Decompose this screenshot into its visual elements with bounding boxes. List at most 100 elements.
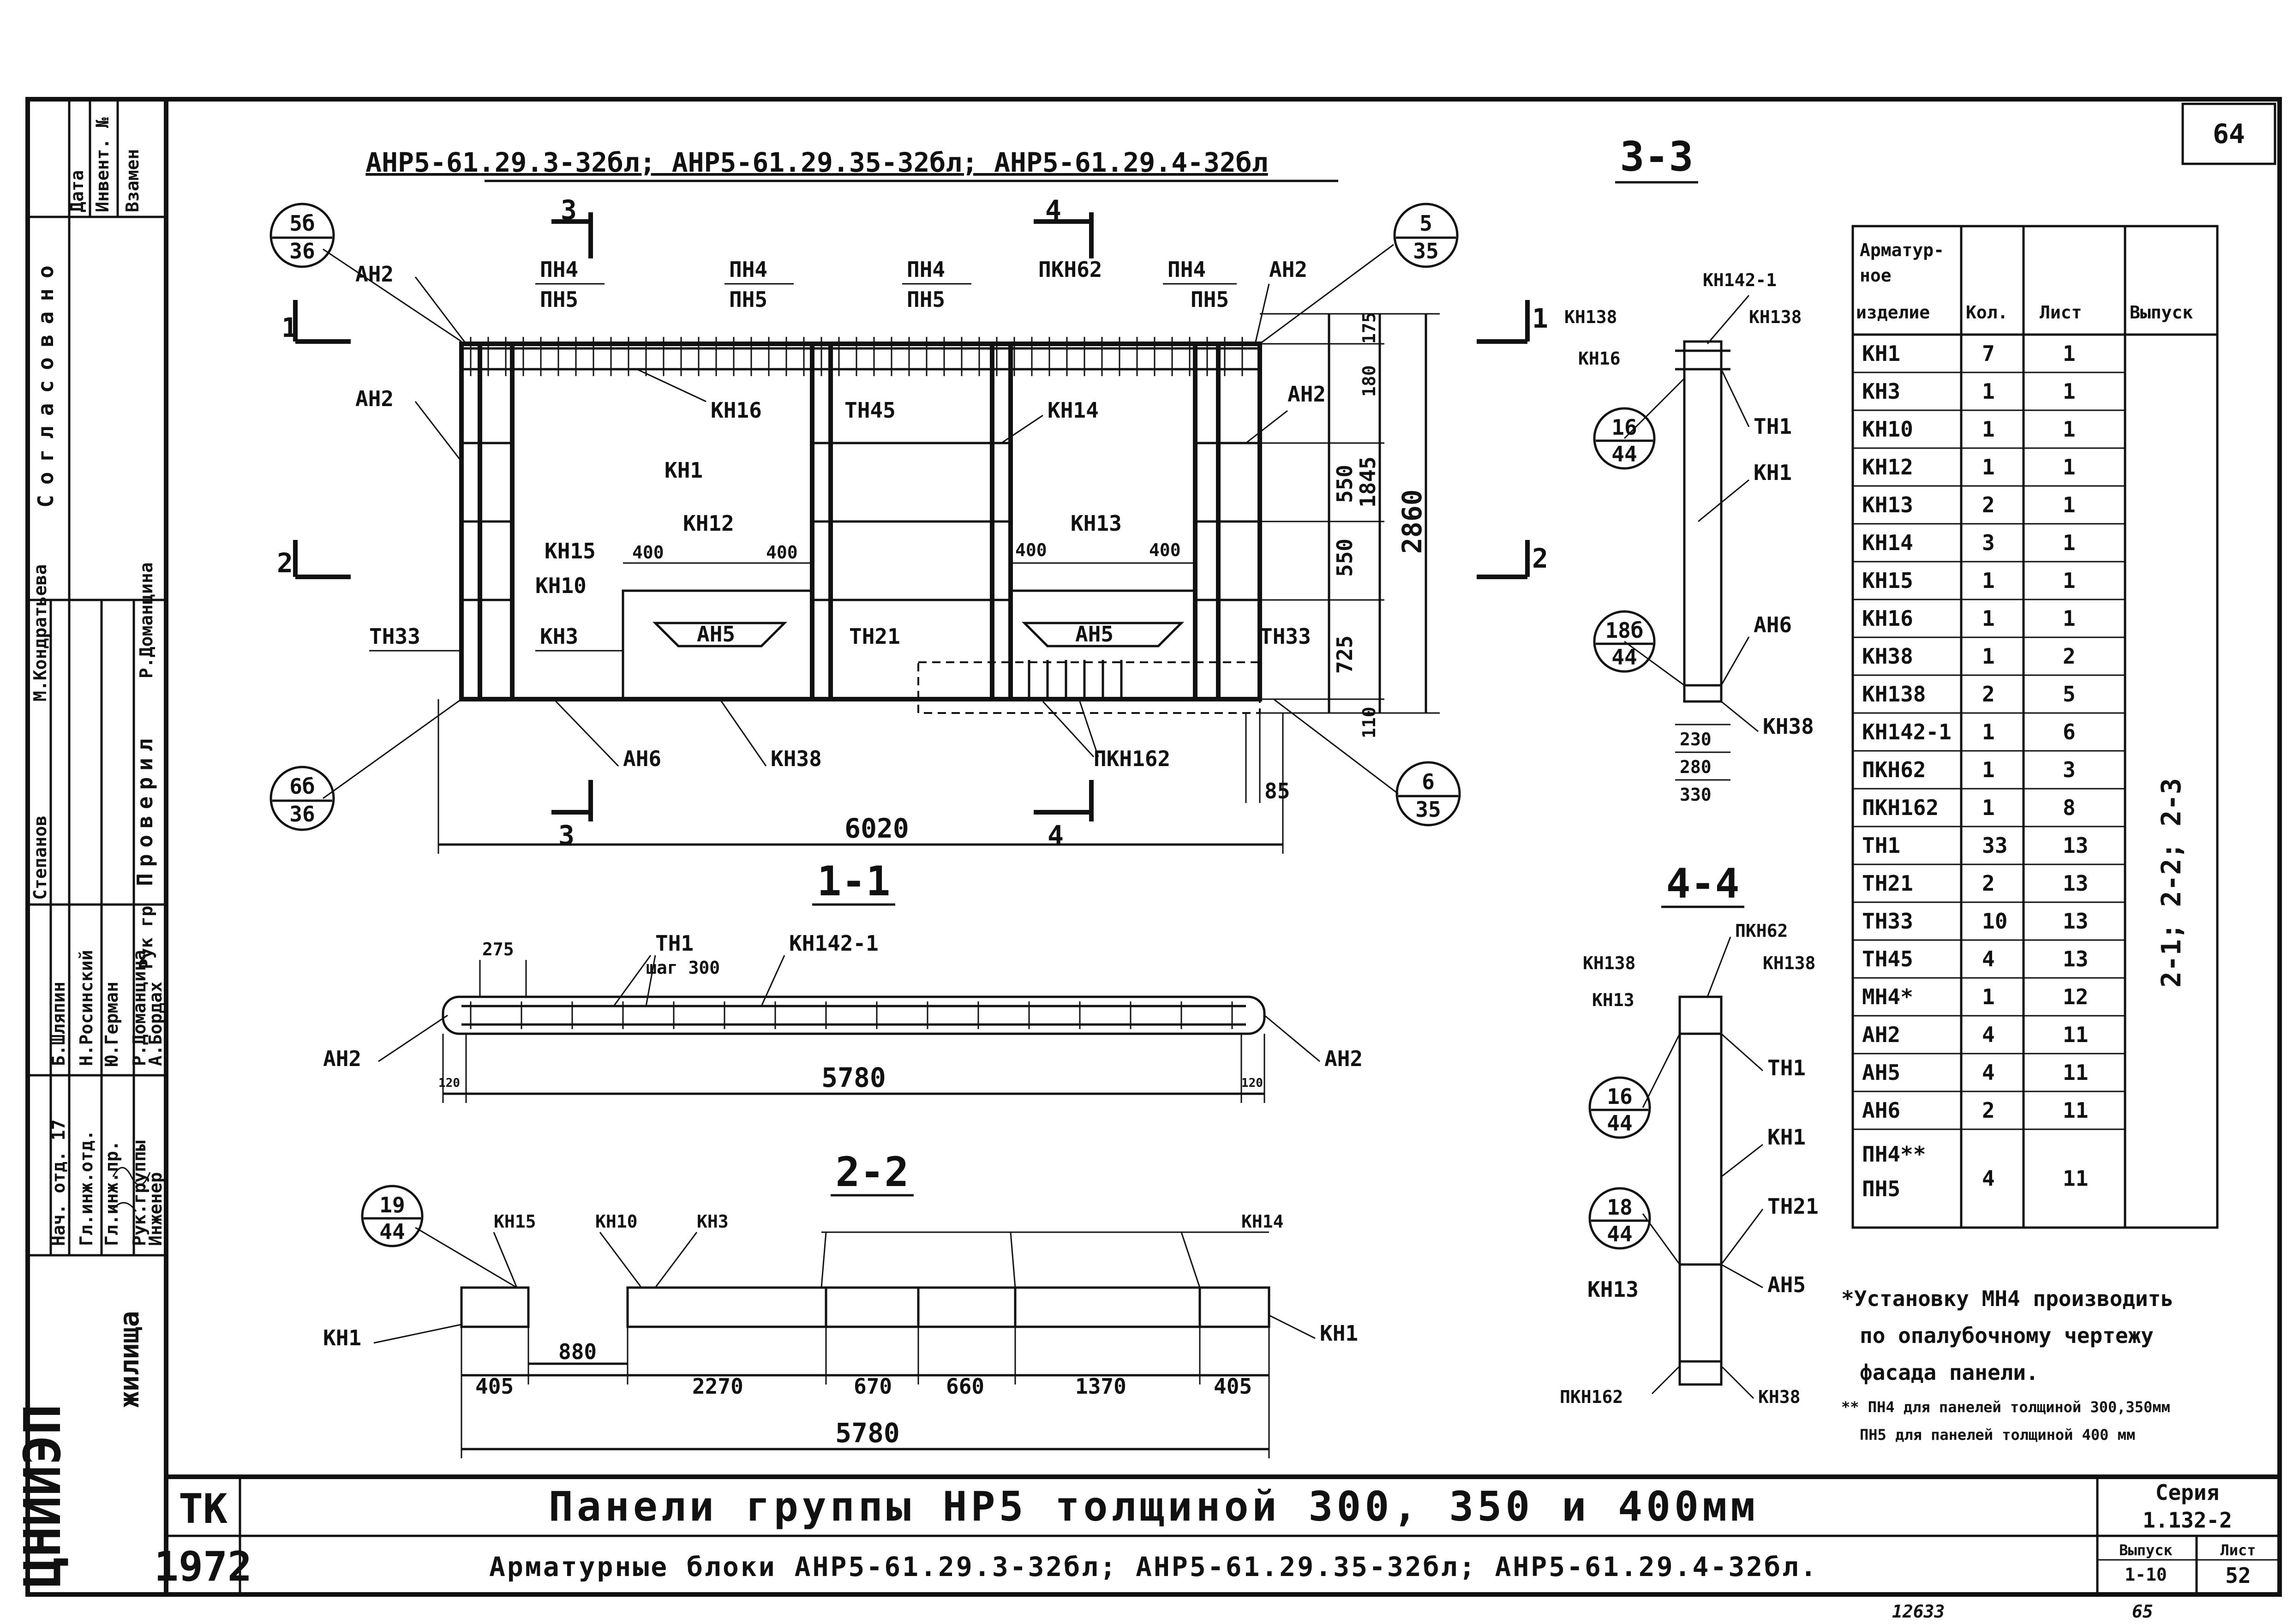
label-pn4-3: ПН4	[907, 257, 945, 282]
spec-item-name: ТН33	[1862, 909, 1913, 934]
s11-step: шаг 300	[646, 958, 720, 978]
s22-dim-660: 660	[946, 1374, 984, 1399]
s22-kn3: КН3	[697, 1211, 729, 1232]
spec-item-name: КН12	[1862, 455, 1913, 479]
svg-text:44: 44	[1607, 1222, 1632, 1246]
label-kn1: КН1	[665, 458, 703, 483]
bubble-16-44-a: 16 44	[1593, 407, 1656, 470]
dim-85: 85	[1264, 779, 1290, 803]
s33-ah6: АН6	[1754, 612, 1792, 637]
dim-550-2: 550	[1332, 539, 1357, 577]
s44-kn138-right: КН138	[1763, 953, 1815, 973]
section-2-2: 2-2 КН15 КН10 КН3 КН14 КН1 КН1 880 405	[323, 1148, 1358, 1458]
s22-dim-405-left: 405	[475, 1374, 514, 1399]
spec-item-sheet: 1	[2063, 417, 2076, 442]
spec-item-sheet: 3	[2063, 757, 2076, 782]
spec-item-name: АН5	[1862, 1060, 1900, 1085]
label-ah5-b: АН5	[1075, 622, 1114, 647]
svg-text:18: 18	[1607, 1195, 1632, 1220]
dim-110: 110	[1359, 707, 1379, 738]
dim-400-1: 400	[632, 542, 664, 563]
tb-vypusk-value: 1-10	[2125, 1564, 2167, 1585]
cut-3-top: 3	[561, 194, 577, 226]
spec-item-qty: 2	[1982, 492, 1995, 517]
tb-vypusk-label: Выпуск	[2119, 1541, 2173, 1559]
stamp-name-3: Ю.Герман	[102, 982, 122, 1066]
cut-4-top: 4	[1045, 194, 1061, 226]
label-pn4-4: ПН4	[1167, 257, 1206, 282]
dim-400-2: 400	[766, 542, 798, 563]
svg-text:44: 44	[379, 1219, 405, 1244]
svg-text:18б: 18б	[1605, 618, 1643, 643]
spec-item-name: ПКН162	[1862, 795, 1939, 820]
label-pn5-1: ПН5	[540, 287, 578, 312]
spec-item-qty: 2	[1982, 1098, 1995, 1123]
spec-item-name: ПН4**	[1862, 1142, 1926, 1167]
label-ah2-b: АН2	[355, 386, 394, 411]
stamp-role-3: Гл.инж.пр.	[102, 1140, 122, 1246]
spec-item-sheet: 1	[2063, 492, 2076, 517]
spec-item-qty: 4	[1982, 1166, 1995, 1191]
note-4: ** ПН4 для панелей толщиной 300,350мм	[1841, 1398, 2170, 1416]
spec-table: Арматур- ное изделие Кол. Лист Выпуск КН…	[1851, 225, 2219, 1229]
bottom-number-2: 65	[2132, 1601, 2153, 1622]
spec-item-qty: 1	[1982, 757, 1995, 782]
s22-dim-405-right: 405	[1214, 1374, 1252, 1399]
spec-item-qty: 1	[1982, 379, 1995, 404]
s22-dim-2270: 2270	[692, 1374, 743, 1399]
label-pkn62: ПКН62	[1038, 257, 1102, 282]
spec-item-name: КН142-1	[1862, 719, 1952, 744]
stamp-col-date: Дата	[67, 170, 87, 212]
svg-text:16: 16	[1611, 415, 1637, 440]
svg-text:6: 6	[1422, 769, 1435, 794]
stamp-proveril: Проверил	[132, 732, 157, 886]
svg-text:36: 36	[289, 802, 315, 827]
bubble-16-44-b: 16 44	[1588, 1076, 1651, 1139]
label-kn15: КН15	[545, 539, 596, 563]
s44-pkn162: ПКН162	[1560, 1387, 1623, 1407]
bubble-18b-44: 18б 44	[1593, 610, 1656, 673]
s22-kn1-left: КН1	[323, 1325, 361, 1350]
main-title: АНР5-61.29.3-32бл; АНР5-61.29.35-32бл; А…	[365, 147, 1268, 178]
label-tn45: ТН45	[844, 398, 896, 423]
cut-2-right: 2	[1532, 543, 1548, 574]
spec-item-qty: 1	[1982, 568, 1995, 593]
stamp-name-2: Н.Росинский	[76, 950, 96, 1066]
spec-item-qty: 1	[1982, 606, 1995, 631]
cut-1-left: 1	[281, 312, 298, 343]
note-3: фасада панели.	[1860, 1360, 2039, 1385]
spec-header-1a: Арматур-	[1860, 240, 1944, 260]
s22-dim-1370: 1370	[1075, 1374, 1126, 1399]
label-pn4-2: ПН4	[729, 257, 767, 282]
spec-item-sheet: 1	[2063, 379, 2076, 404]
stamp-col-invent: Инвент. №	[92, 117, 113, 212]
spec-item-name: КН3	[1862, 379, 1900, 404]
spec-item-name: КН38	[1862, 644, 1913, 669]
section-2-2-title: 2-2	[836, 1148, 909, 1196]
spec-item-name: ТН45	[1862, 947, 1913, 971]
org-logo-cniiep: ЦНИИЭП	[13, 1404, 72, 1588]
spec-item-sheet: 11	[2063, 1022, 2088, 1047]
svg-text:5б: 5б	[289, 211, 315, 236]
s44-ah5: АН5	[1767, 1272, 1806, 1297]
s11-dim-5780: 5780	[821, 1062, 886, 1093]
stamp-role-2: Гл.инж.отд.	[76, 1130, 96, 1246]
cut-1-right: 1	[1532, 303, 1548, 334]
spec-item-qty: 10	[1982, 909, 2007, 934]
title-block: ТК 1972 Панели группы НР5 толщиной 300, …	[154, 1480, 2280, 1590]
s44-kn38: КН38	[1758, 1387, 1801, 1407]
label-kn12: КН12	[683, 511, 734, 536]
spec-item-name: КН15	[1862, 568, 1913, 593]
dim-1845: 1845	[1355, 456, 1380, 508]
section-3-3: 3-3 КН142-1 КН138 КН138 КН16 ТН1 КН1 АН6…	[1564, 133, 1814, 805]
spec-item-qty: 1	[1982, 455, 1995, 479]
spec-item-name: КН16	[1862, 606, 1913, 631]
svg-text:35: 35	[1413, 239, 1438, 264]
spec-item-name: КН10	[1862, 417, 1913, 442]
s11-ah2-right: АН2	[1324, 1046, 1363, 1071]
label-tn33-b: ТН33	[1260, 624, 1311, 649]
label-ah6: АН6	[623, 746, 661, 771]
spec-header-1b: ное	[1860, 265, 1892, 286]
org-zhilischa: жилища	[114, 1311, 145, 1408]
s33-kn142: КН142-1	[1703, 270, 1777, 290]
